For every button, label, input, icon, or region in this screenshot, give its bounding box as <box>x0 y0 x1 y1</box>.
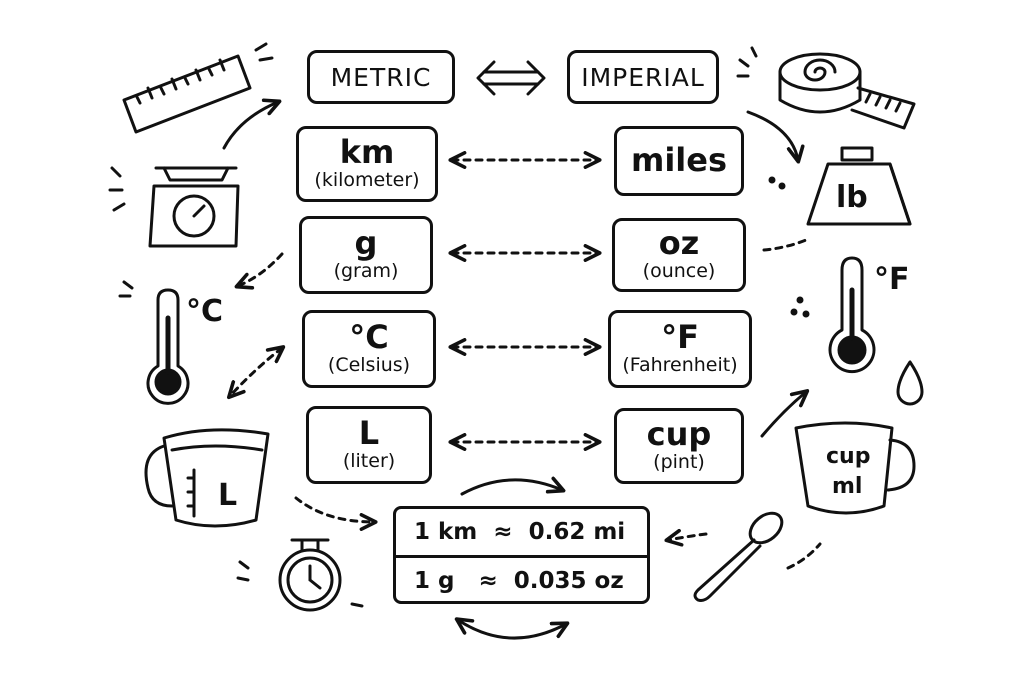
imperial-unit-box-cup: cup (pint) <box>614 408 744 484</box>
metric-header: METRIC <box>307 50 455 104</box>
curved-arrow <box>460 476 566 496</box>
tape-measure-icon <box>736 46 916 130</box>
weight-icon <box>768 146 912 226</box>
dashed-curve <box>664 528 708 547</box>
weight-label: lb <box>836 180 868 215</box>
metric-unit: L <box>358 413 380 452</box>
measuring-cup-icon <box>794 421 916 515</box>
measuring-jug-icon <box>144 428 270 528</box>
cup-label-top: cup <box>826 444 871 469</box>
curved-arrow <box>746 110 805 164</box>
kitchen-scale-icon <box>108 166 240 248</box>
metric-unit-name: (kilometer) <box>314 169 420 192</box>
imperial-unit-box-fahrenheit: °F (Fahrenheit) <box>608 310 752 388</box>
thermometer-icon <box>118 280 190 405</box>
imperial-unit: cup <box>646 414 712 453</box>
metric-unit-box-g: g (gram) <box>299 216 433 294</box>
imperial-unit-box-miles: miles <box>614 126 744 196</box>
curved-arrow <box>454 617 570 640</box>
spoon-icon <box>693 511 784 602</box>
metric-unit: km <box>339 132 395 171</box>
imperial-unit-name: (ounce) <box>642 260 716 283</box>
cup-label-bottom: ml <box>832 474 863 499</box>
curved-arrow <box>760 389 810 438</box>
metric-unit-name: (Celsius) <box>327 354 411 377</box>
dashed-curve <box>294 496 378 531</box>
dashed-curve <box>226 345 286 400</box>
metric-unit-box-km: km (kilometer) <box>296 126 438 202</box>
thermometer-icon <box>790 256 876 374</box>
imperial-unit: miles <box>630 141 728 180</box>
metric-unit: g <box>354 223 378 262</box>
ruler-icon <box>122 42 274 134</box>
imperial-unit: oz <box>658 223 700 262</box>
dashed-curve <box>762 238 808 252</box>
imperial-unit: °F <box>661 317 699 356</box>
jug-label: L <box>218 478 238 513</box>
metric-unit: °C <box>349 317 389 356</box>
curved-arrow <box>222 98 282 150</box>
imperial-unit-box-oz: oz (ounce) <box>612 218 746 292</box>
metric-header-label: METRIC <box>330 62 432 92</box>
conversion-g-oz: 1 g ≈ 0.035 oz <box>396 555 647 604</box>
imperial-header: IMPERIAL <box>567 50 719 104</box>
dashed-curve <box>234 252 284 290</box>
fahrenheit-thermometer-label: °F <box>874 262 910 297</box>
metric-unit-name: (gram) <box>333 260 399 283</box>
header-double-arrow <box>476 60 546 96</box>
imperial-unit-name: (pint) <box>653 451 705 474</box>
water-drop-icon <box>896 360 924 406</box>
stopwatch-icon <box>236 538 364 612</box>
metric-unit-box-liter: L (liter) <box>306 406 432 484</box>
metric-unit-box-celsius: °C (Celsius) <box>302 310 436 388</box>
conversion-km-mi: 1 km ≈ 0.62 mi <box>414 519 626 545</box>
imperial-header-label: IMPERIAL <box>581 62 705 92</box>
row-connectors <box>448 151 602 451</box>
conversion-box: 1 km ≈ 0.62 mi 1 g ≈ 0.035 oz <box>393 506 650 604</box>
dashed-curve <box>786 542 822 570</box>
celsius-thermometer-label: °C <box>186 294 224 329</box>
imperial-unit-name: (Fahrenheit) <box>622 354 738 377</box>
metric-unit-name: (liter) <box>342 450 396 473</box>
